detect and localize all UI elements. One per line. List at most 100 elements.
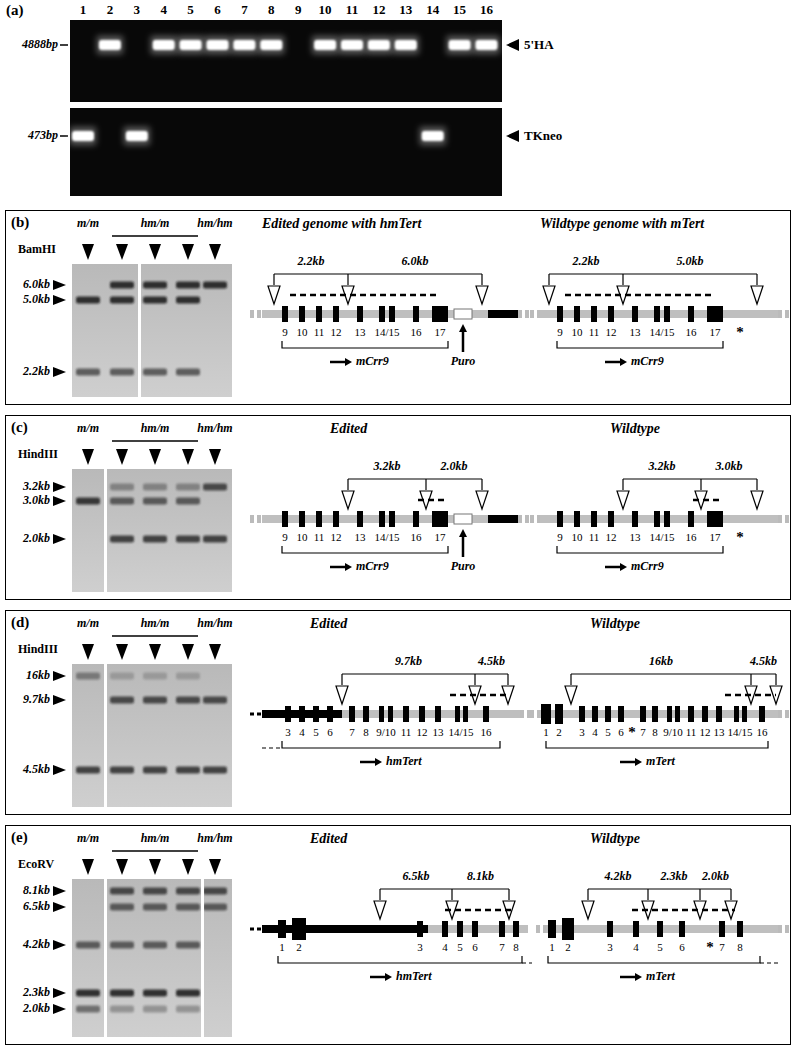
blot-band: [76, 990, 100, 997]
blot-band: [143, 1006, 167, 1013]
exon: [579, 706, 585, 722]
blot-band: [203, 536, 227, 543]
gene-line: [488, 515, 518, 523]
blot-band: [143, 498, 167, 505]
band-glow: [205, 36, 231, 54]
size-label: 3.2kb: [23, 480, 50, 493]
exon-number: 11: [589, 326, 600, 338]
gene-label: hmTert: [396, 970, 432, 983]
blot-image: [72, 264, 232, 397]
blot-band: [110, 1006, 134, 1013]
genotype-label: hm/hm: [197, 617, 232, 630]
blot-band: [176, 888, 200, 895]
gene-line: [778, 310, 789, 318]
gel-band: [314, 40, 336, 50]
exon: [688, 706, 694, 722]
genotype-label: hm/hm: [197, 832, 232, 845]
exon: [607, 921, 613, 937]
lane-number: 9: [295, 3, 302, 17]
exon-number: 5: [313, 726, 319, 738]
blot-band: [176, 369, 200, 376]
gene-line: [250, 928, 262, 931]
exon-number: 12: [417, 726, 428, 738]
probe: [445, 909, 515, 912]
lane-arrowhead: [182, 449, 194, 465]
blot-band: [110, 990, 134, 997]
exon-number: 11: [314, 531, 325, 543]
exon: [285, 706, 291, 722]
size-label: 3.0kb: [716, 460, 743, 473]
blot-band: [176, 1006, 200, 1013]
band-glow: [151, 36, 177, 54]
panel-label: (d): [11, 614, 29, 631]
exon: [652, 706, 658, 722]
exon-number: 5: [457, 941, 463, 953]
span-tick: [341, 674, 342, 685]
enzyme-label: HindIII: [18, 643, 58, 656]
exon: [541, 704, 551, 724]
exon: [574, 511, 580, 527]
size-arrowhead: [53, 280, 66, 290]
gel-band: [233, 40, 255, 50]
size-arrowhead: [53, 940, 66, 950]
exon-number: 9: [557, 326, 563, 338]
span-line: [348, 478, 482, 479]
exon-number: 12: [606, 326, 617, 338]
restriction-site: [751, 286, 763, 304]
blot-band: [143, 369, 167, 376]
blot-separator: [138, 264, 141, 397]
blot-band: [203, 484, 227, 491]
band-arrowhead: [506, 130, 519, 142]
exon-number: 13: [630, 326, 641, 338]
size-label: 3.0kb: [23, 494, 50, 507]
exon: [557, 511, 563, 527]
restriction-site: [565, 686, 577, 704]
exon: [679, 921, 685, 937]
lane-arrowhead: [82, 859, 94, 875]
size-label: 8.1kb: [467, 870, 494, 883]
exon: [654, 306, 660, 322]
span-tick: [481, 274, 482, 285]
blot-band: [203, 888, 227, 895]
exon-number: 1: [279, 941, 285, 953]
gene-bracket: [557, 341, 723, 348]
gene-label: Puro: [451, 355, 476, 368]
lane-arrowhead: [209, 859, 221, 875]
blot-band: [203, 697, 227, 704]
blot-separator: [104, 664, 107, 807]
exon: [282, 511, 288, 527]
lane-number: 14: [426, 3, 439, 17]
mutation-mark: *: [706, 939, 714, 956]
span-tick: [622, 479, 623, 490]
probe: [725, 694, 776, 697]
restriction-site: [268, 286, 280, 304]
restriction-site: [543, 286, 555, 304]
lane-arrowhead: [182, 244, 194, 260]
enzyme-label: EcoRV: [18, 858, 54, 871]
exon: [707, 306, 723, 322]
lane-arrowhead: [116, 449, 128, 465]
band-glow: [474, 36, 500, 54]
exon: [333, 306, 339, 322]
direction-arrowhead: [620, 563, 627, 571]
span-tick: [647, 889, 648, 900]
blot-separator: [104, 469, 107, 592]
size-label: 4.5kb: [478, 655, 505, 668]
size-label: 3.2kb: [649, 460, 676, 473]
blot-band: [143, 536, 167, 543]
exon-number: 13: [630, 531, 641, 543]
gene-line: [250, 713, 262, 716]
panel-label: (a): [6, 2, 24, 19]
exon: [357, 306, 363, 322]
exon: [618, 706, 624, 722]
lane-arrowhead: [116, 644, 128, 660]
exon: [707, 511, 723, 527]
blot-band: [176, 484, 200, 491]
gene-bracket-extension: [522, 962, 532, 963]
gene-line: [778, 515, 789, 523]
exon-number: 4: [592, 726, 598, 738]
exon: [299, 306, 305, 322]
span-tick: [756, 479, 757, 490]
blot-band: [76, 673, 100, 680]
exon: [737, 921, 743, 937]
